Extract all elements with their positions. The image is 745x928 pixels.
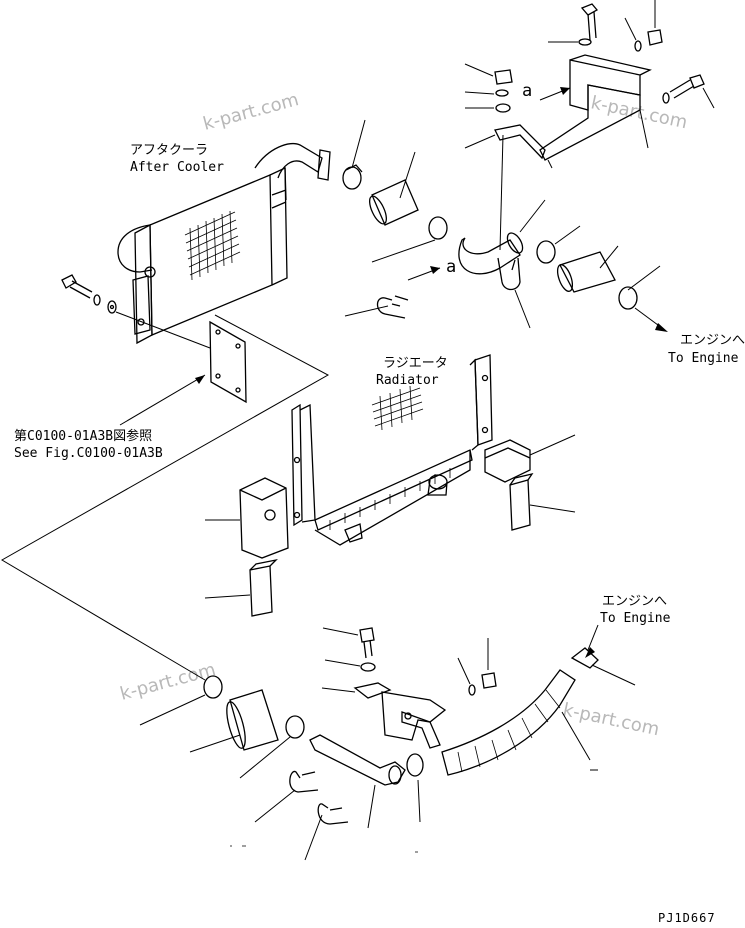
foam-blocks — [204, 434, 576, 617]
marker-a-upper: a — [522, 81, 532, 101]
upper-bracket-group: a — [464, 0, 715, 251]
see-fig-label-en: See Fig.C0100-01A3B — [14, 446, 163, 461]
after-cooler-label-jp: アフタクーラ — [130, 143, 208, 158]
see-fig-arrowhead — [195, 375, 205, 384]
figure-code: PJ1D667 — [658, 911, 716, 925]
watermark-1: k-part.com — [201, 89, 301, 135]
after-cooler-assembly — [61, 143, 331, 404]
watermark-2: k-part.com — [589, 92, 689, 133]
to-engine-label-jp-1: エンジンへ — [680, 333, 745, 348]
radiator-core-grid — [371, 385, 424, 431]
to-engine-label-en-1: To Engine — [668, 351, 739, 366]
after-cooler-core-grid — [184, 210, 241, 281]
radiator-label-jp: ラジエータ — [383, 356, 448, 371]
after-cooler-label-en: After Cooler — [130, 160, 224, 175]
radiator-label-en: Radiator — [376, 373, 439, 388]
assembly-boundary-line — [1, 314, 330, 681]
to-engine-label-en-2: To Engine — [600, 611, 671, 626]
to-engine-label-jp-2: エンジンへ — [602, 594, 667, 609]
upper-hose-group: a — [342, 119, 668, 332]
lower-hose-group — [139, 624, 636, 861]
watermark-3: k-part.com — [118, 659, 218, 705]
see-fig-label-jp: 第C0100-01A3B図参照 — [14, 428, 152, 444]
watermark-4: k-part.com — [561, 699, 661, 740]
radiator-assembly — [291, 354, 493, 546]
marker-a-lower: a — [446, 257, 456, 277]
see-fig-leader — [119, 374, 206, 426]
